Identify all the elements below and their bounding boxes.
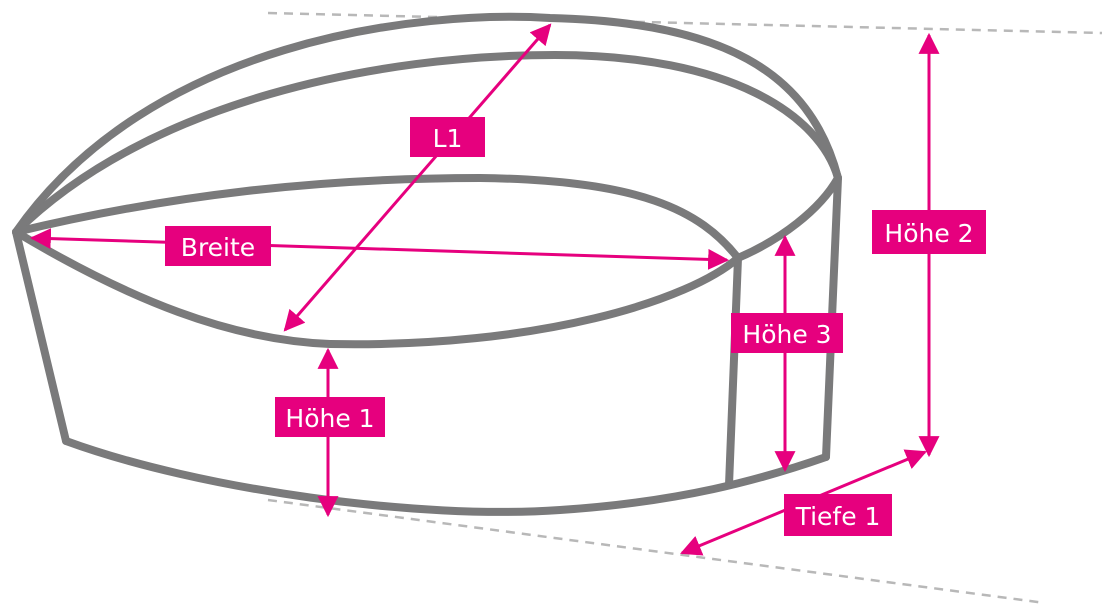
front-corner-edge <box>725 254 742 489</box>
label-hoehe1-text: Höhe 1 <box>285 404 374 433</box>
label-hoehe3-text: Höhe 3 <box>742 320 831 349</box>
bottom-edge <box>62 437 830 516</box>
label-breite: Breite <box>165 226 271 266</box>
right-upper-edge <box>734 174 842 262</box>
breite-dimension-line <box>29 228 730 270</box>
label-l1: L1 <box>410 117 485 157</box>
object-outline <box>12 12 842 516</box>
label-l1-text: L1 <box>433 124 463 153</box>
label-hoehe1: Höhe 1 <box>275 397 385 437</box>
opening-front-edge <box>12 174 742 262</box>
bottom-guide-line <box>267 498 1046 605</box>
top-back-edge <box>12 12 842 236</box>
opening-lower-edge <box>12 228 742 349</box>
label-hoehe2-text: Höhe 2 <box>884 219 973 248</box>
label-tiefe1-text: Tiefe 1 <box>795 502 881 531</box>
top-guide-line <box>267 11 1102 35</box>
label-hoehe2: Höhe 2 <box>872 210 986 254</box>
l1-dimension-line <box>283 23 552 332</box>
label-breite-text: Breite <box>181 233 255 262</box>
front-left-edge <box>12 228 70 445</box>
label-tiefe1: Tiefe 1 <box>784 494 892 536</box>
label-hoehe3: Höhe 3 <box>731 313 843 353</box>
